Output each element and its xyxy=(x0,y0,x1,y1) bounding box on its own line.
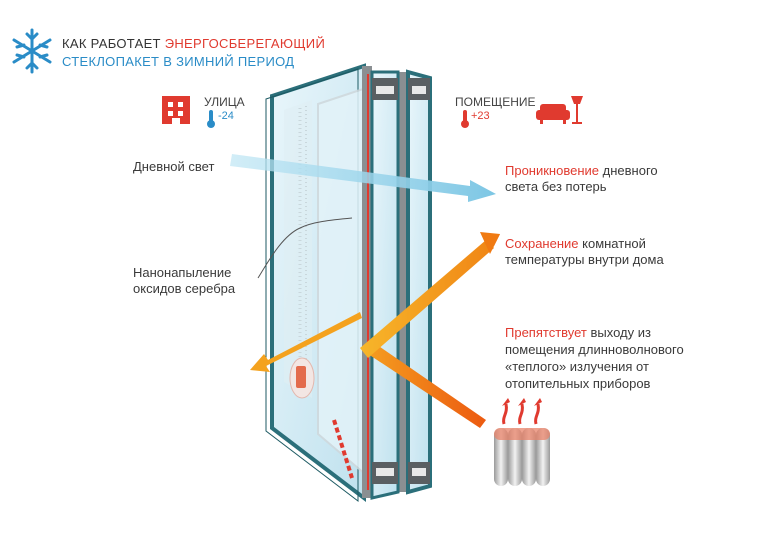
outside-label: УЛИЦА xyxy=(204,95,245,109)
prevents-line-2: помещения длинноволнового xyxy=(505,342,684,357)
thermometer-icon xyxy=(461,110,469,128)
radiator-icon xyxy=(494,428,550,486)
coating-label-line-1: Нанонапыление xyxy=(133,265,232,280)
daylight-arrow xyxy=(230,154,496,202)
glass-sticker xyxy=(289,357,315,399)
prevents-line-1: Препятствует выходу из xyxy=(505,325,651,340)
spacer-frame xyxy=(362,66,408,498)
prevents-line-4: отопительных приборов xyxy=(505,376,651,391)
sofa-icon xyxy=(536,104,570,124)
inside-temp: +23 xyxy=(471,110,490,122)
heat-return-arrow xyxy=(360,232,500,428)
penetration-line-2: света без потерь xyxy=(505,179,607,194)
keeping-line-2: температуры внутри дома xyxy=(505,252,664,267)
heat-arrows-icon xyxy=(502,398,542,425)
building-icon xyxy=(162,96,190,124)
marking-strip xyxy=(332,419,354,479)
snowflake-icon xyxy=(12,28,52,74)
coating-callout-line xyxy=(257,217,353,279)
lamp-icon xyxy=(571,96,583,124)
keeping-line-1: Сохранение комнатной xyxy=(505,236,646,251)
title-line-1: КАК РАБОТАЕТ ЭНЕРГОСБЕРЕГАЮЩИЙ xyxy=(62,36,326,51)
coating-label-line-2: оксидов серебра xyxy=(133,281,236,296)
top-spacer xyxy=(372,78,430,100)
penetration-line-1: Проникновение дневного xyxy=(505,163,658,178)
heat-loss-arrow xyxy=(250,312,362,372)
prevents-line-3: «теплого» излучения от xyxy=(505,359,649,374)
daylight-label: Дневной свет xyxy=(133,159,215,174)
thermometer-icon xyxy=(207,110,215,128)
title-line-2: СТЕКЛОПАКЕТ В ЗИМНИЙ ПЕРИОД xyxy=(62,54,295,69)
bottom-spacer xyxy=(372,462,430,484)
outside-temp: -24 xyxy=(218,110,234,122)
inside-label: ПОМЕЩЕНИЕ xyxy=(455,95,536,109)
